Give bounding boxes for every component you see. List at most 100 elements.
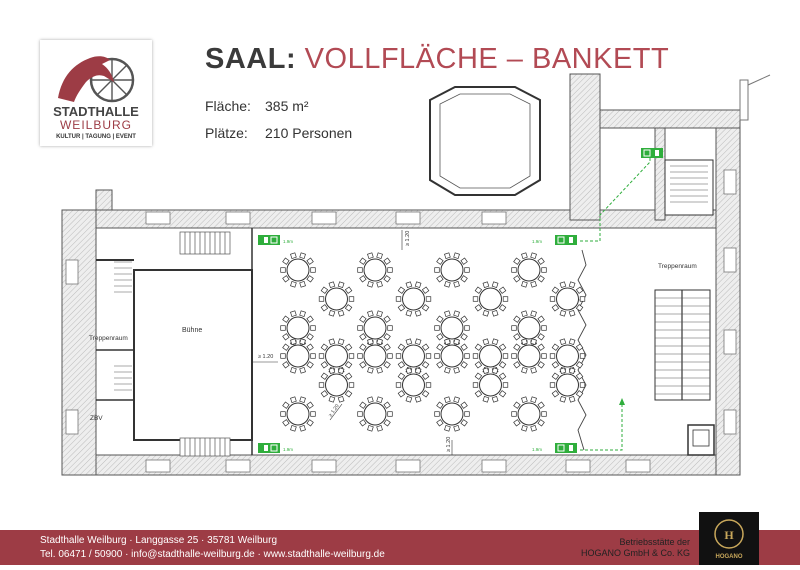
round-table [363,402,387,426]
chair [474,361,483,369]
chair [474,304,483,312]
round-table [556,373,579,397]
chair [397,304,406,312]
seats-value: 210 Personen [265,125,353,141]
chair [414,395,422,403]
chair [464,267,470,273]
chair [460,401,468,409]
round-table [363,258,387,282]
chair [513,275,521,283]
banquet-table [434,338,470,374]
round-table [286,316,310,340]
chair [568,281,576,289]
exit-sign-icon [641,148,663,158]
chair [310,325,316,331]
chair [387,353,393,359]
chair [359,315,367,323]
chair [513,315,521,323]
chair [472,382,479,388]
chair [367,338,374,346]
chair [460,257,468,265]
chair [328,309,336,317]
exit-label-2: 1.9m [532,239,542,244]
round-table [556,287,579,311]
chair [521,424,528,432]
chair [575,390,584,398]
chair [280,353,286,359]
banquet-table [318,281,355,317]
chair [318,382,325,388]
title-light: VOLLFLÄCHE – BANKETT [304,43,670,75]
exit-label-3: 1.9m [283,447,293,452]
hogano-logo: H HOGANO [699,512,759,565]
round-table [556,344,579,368]
chair [376,338,383,346]
chair [498,343,507,351]
chair [530,338,537,346]
chair [367,252,374,260]
chair [464,325,470,331]
chair [395,353,402,359]
chair [537,275,545,283]
chair [551,390,560,398]
chair [425,353,432,359]
svg-text:H: H [724,528,734,542]
chair [337,309,345,317]
banquet-table [472,367,509,403]
floor-plan: Bühne Treppenraum [61,73,771,476]
chair [551,286,560,294]
banquet-table [434,252,470,288]
hogano-seal-icon: H HOGANO [714,519,744,560]
clearance-diagonal: ≥ 1.20 [328,403,341,418]
chair [521,280,528,288]
banquet-table [434,396,470,432]
round-table [286,402,310,426]
chair [306,315,314,323]
chair [337,281,345,289]
chair [559,395,567,403]
chair [328,367,336,375]
chair [299,280,306,288]
chair [549,296,556,302]
chair [444,366,451,374]
chair [306,343,314,351]
exit-sign-icon [555,235,577,245]
chair [414,281,422,289]
chair [387,267,393,273]
round-table [402,344,425,368]
banquet-table [280,338,316,374]
chair [344,390,353,398]
chair [383,419,391,427]
chair [306,275,314,283]
footer-contact: Tel. 06471 / 50900 · info@stadthalle-wei… [40,549,385,560]
chair [395,382,402,388]
chair [541,411,547,417]
chair [344,286,353,294]
chair [436,401,444,409]
chair [444,338,451,346]
chair [434,411,440,417]
chair [498,361,507,369]
chair [549,353,556,359]
chair [453,424,460,432]
chair [397,343,406,351]
chair [344,343,353,351]
chair [328,338,336,346]
chair [405,367,413,375]
chair [359,257,367,265]
chair [502,353,509,359]
banquet-tables [280,252,586,432]
chair [436,275,444,283]
banquet-table [472,281,509,317]
chair [521,338,528,346]
exit-sign-icon [258,443,280,453]
chair [344,361,353,369]
chair [436,343,444,351]
chair [513,361,521,369]
banquet-table [395,367,432,403]
round-table [402,373,425,397]
chair [376,396,383,404]
chair [575,372,584,380]
chair [405,338,413,346]
chair [460,333,468,341]
